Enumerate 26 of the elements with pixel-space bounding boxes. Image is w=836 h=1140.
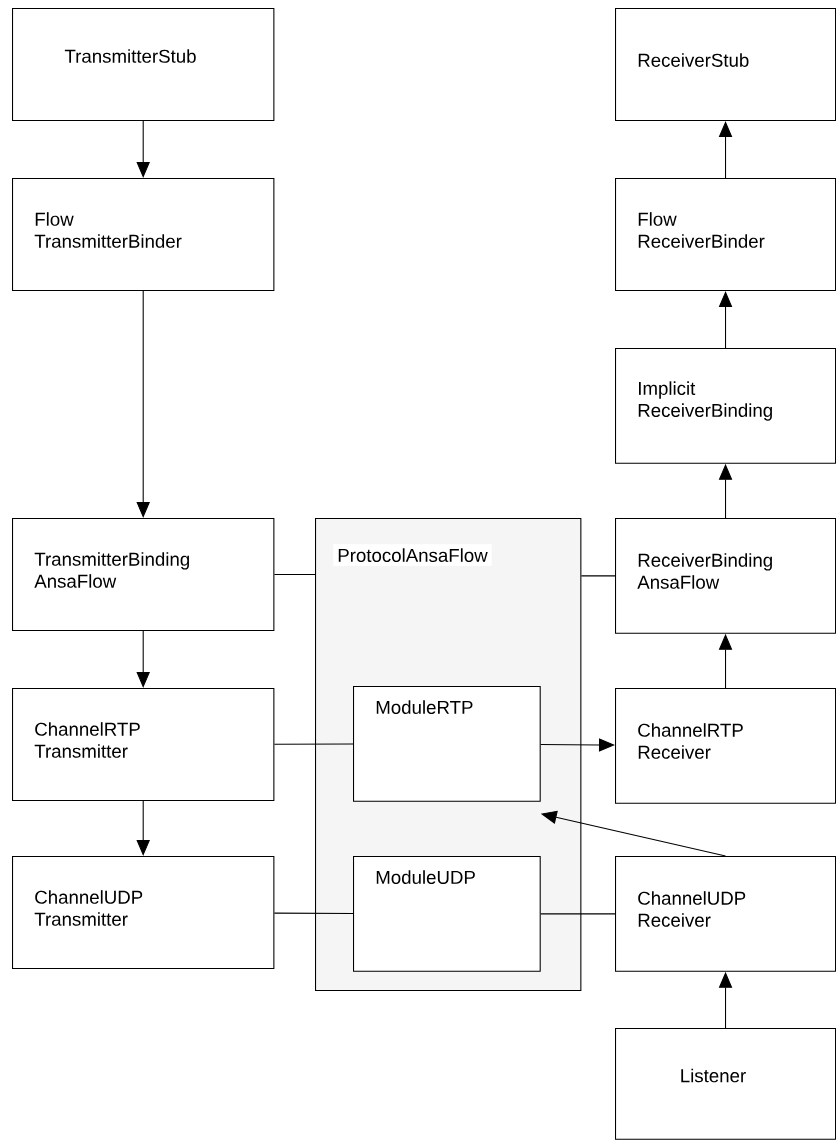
arrow — [136, 800, 150, 856]
connector-line — [273, 574, 316, 576]
arrow — [718, 291, 733, 349]
arrow — [136, 630, 150, 688]
connector-line — [273, 912, 354, 914]
process-box: TransmitterBinding AnsaFlow — [12, 518, 275, 632]
process-box: ChannelRTP Receiver — [615, 688, 836, 804]
process-box: Listener — [615, 1028, 836, 1140]
process-box: Flow ReceiverBinder — [615, 178, 836, 292]
process-box: ReceiverStub — [615, 8, 836, 122]
process-box: Implicit ReceiverBinding — [615, 348, 836, 464]
connector-line — [580, 575, 616, 577]
arrow — [540, 738, 615, 752]
process-box: Flow TransmitterBinder — [12, 178, 275, 292]
process-box: ChannelUDP Transmitter — [12, 856, 275, 970]
arrow — [718, 121, 733, 179]
process-box: ChannelRTP Transmitter — [12, 688, 275, 802]
connector-line — [540, 913, 616, 915]
connector-line — [273, 743, 354, 745]
process-box: ReceiverBinding AnsaFlow — [615, 518, 836, 634]
process-box: TransmitterStub — [12, 8, 275, 122]
process-box: ModuleUDP — [353, 856, 541, 972]
process-box: ModuleRTP — [353, 686, 541, 802]
process-box: ChannelUDP Receiver — [615, 856, 836, 972]
arrow — [136, 290, 150, 518]
arrow — [136, 120, 150, 178]
